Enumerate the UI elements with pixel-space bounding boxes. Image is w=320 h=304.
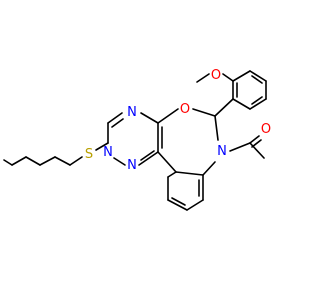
atom-o-carbonyl: O	[261, 122, 271, 137]
bond	[25, 156, 41, 166]
bond	[54, 156, 71, 166]
atom-o-ring: O	[180, 102, 190, 117]
atom-n-triazine-top: N	[127, 105, 137, 120]
bond	[167, 199, 188, 211]
bond	[232, 70, 251, 82]
bond	[214, 115, 219, 141]
bond	[157, 108, 179, 124]
bonds	[3, 70, 267, 211]
bond	[202, 161, 216, 176]
bond	[251, 96, 263, 105]
atom-labels: O O O N N N N S	[85, 68, 271, 173]
bond	[167, 171, 177, 178]
bond	[138, 151, 159, 166]
bond	[251, 75, 263, 84]
bond	[222, 73, 234, 82]
bond	[107, 112, 123, 124]
bond	[249, 98, 267, 110]
bond	[140, 150, 155, 161]
atom-n-triazine-mid: N	[103, 145, 113, 160]
bond	[249, 142, 265, 159]
bond	[249, 70, 267, 82]
bond	[175, 171, 204, 176]
atom-n-triazine-bottom: N	[127, 158, 137, 173]
bond	[113, 157, 126, 166]
atom-s-thio: S	[85, 147, 93, 162]
structure-diagram: O O O N N N N S	[3, 68, 271, 211]
bond	[111, 118, 124, 128]
bond	[140, 112, 159, 124]
bond	[232, 98, 251, 110]
bond	[196, 73, 210, 83]
bond	[214, 98, 234, 117]
bond	[39, 156, 56, 166]
bond	[186, 199, 204, 211]
bond	[69, 156, 83, 166]
bond	[192, 108, 216, 117]
bond	[171, 197, 186, 206]
bond	[229, 142, 251, 152]
bond	[249, 135, 260, 144]
molecule-canvas: O O O N N N N S	[3, 68, 271, 211]
atom-n-amide: N	[217, 144, 227, 159]
bond	[11, 156, 27, 166]
bond	[3, 159, 13, 166]
bond	[157, 151, 177, 173]
atom-o-ether: O	[211, 68, 221, 83]
bond	[95, 142, 109, 151]
